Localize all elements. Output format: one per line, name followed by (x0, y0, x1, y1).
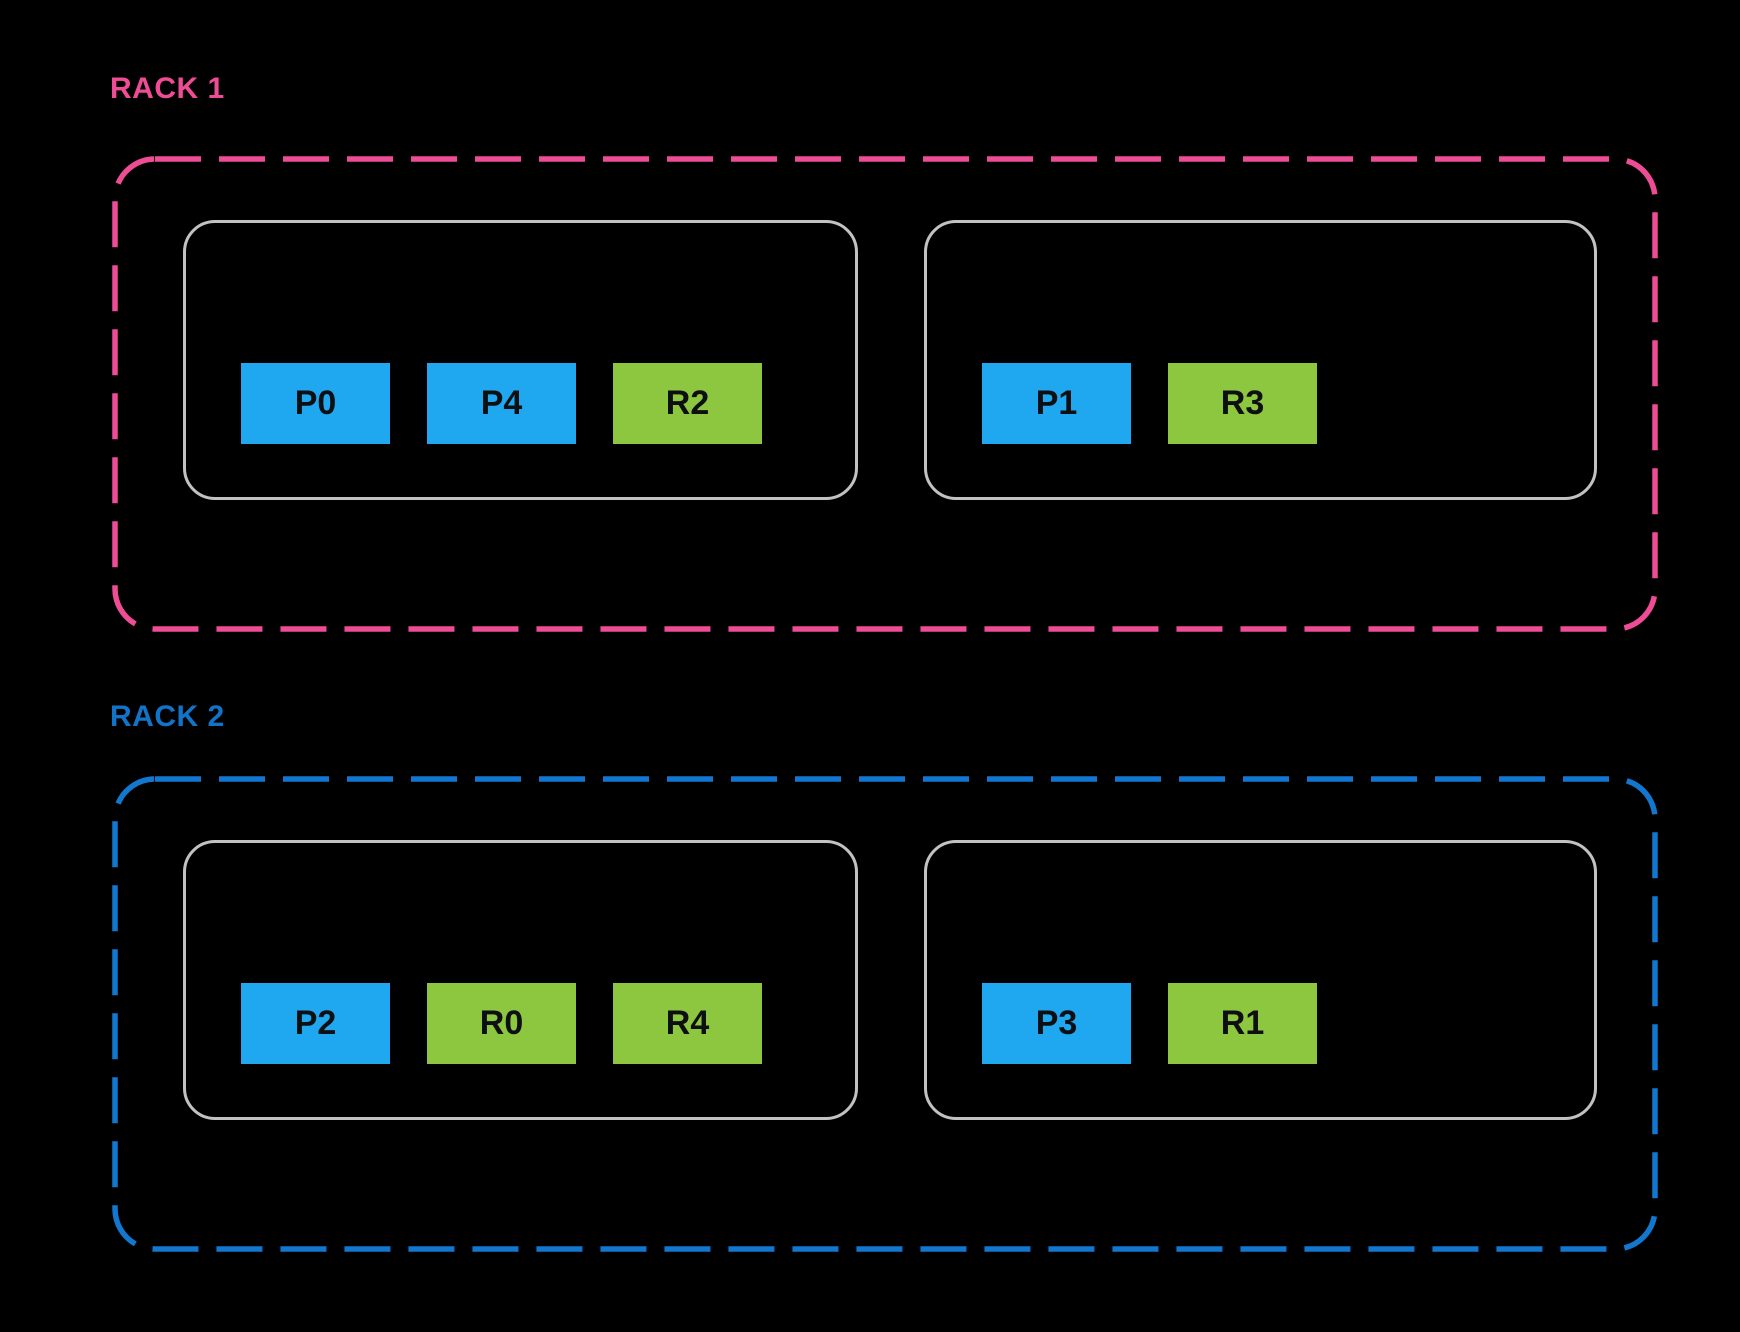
slot-p2: P2 (241, 983, 390, 1064)
slot-p1: P1 (982, 363, 1131, 444)
slot-p4: P4 (427, 363, 576, 444)
slot-p3: P3 (982, 983, 1131, 1064)
rack-dashed-border-icon (112, 156, 1658, 632)
rack-frame-2: P2 R0 R4 P3 R1 (112, 776, 1658, 1252)
slot-row: P2 R0 R4 (241, 983, 762, 1064)
slot-r0: R0 (427, 983, 576, 1064)
slot-row: P3 R1 (982, 983, 1317, 1064)
slot-r4: R4 (613, 983, 762, 1064)
slot-r2: R2 (613, 363, 762, 444)
rack-2-host-1: P2 R0 R4 (183, 840, 858, 1120)
rack-label-2: RACK 2 (110, 700, 225, 733)
slot-row: P0 P4 R2 (241, 363, 762, 444)
rack-2-host-2: P3 R1 (924, 840, 1597, 1120)
rack-1-host-2: P1 R3 (924, 220, 1597, 500)
slot-r1: R1 (1168, 983, 1317, 1064)
rack-dashed-border-icon (112, 776, 1658, 1252)
slot-row: P1 R3 (982, 363, 1317, 444)
slot-p0: P0 (241, 363, 390, 444)
rack-label-1: RACK 1 (110, 72, 225, 105)
rack-frame-1: P0 P4 R2 P1 R3 (112, 156, 1658, 632)
rack-1-host-1: P0 P4 R2 (183, 220, 858, 500)
slot-r3: R3 (1168, 363, 1317, 444)
